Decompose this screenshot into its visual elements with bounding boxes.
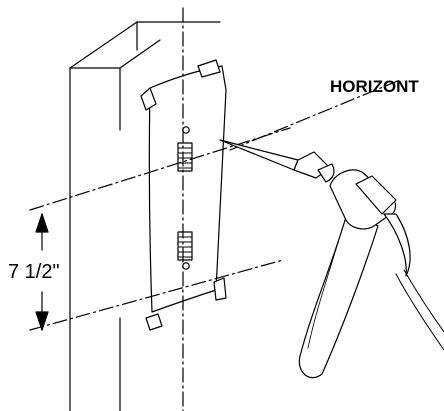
lower-mounting-hole <box>182 262 190 270</box>
horizontal-axis-line <box>229 79 401 151</box>
strike-plate <box>148 65 227 313</box>
corner-clips <box>140 59 227 331</box>
dimension-label: 7 1/2" <box>8 261 60 283</box>
upper-mounting-hole <box>182 126 190 134</box>
wall-stud <box>69 21 221 411</box>
upper-latch-slot <box>177 142 193 172</box>
dimension-marker <box>35 213 49 331</box>
horizontal-reference-lines <box>29 127 291 331</box>
horizontal-label: HORIZONT <box>330 77 419 96</box>
hammer-icon <box>298 169 444 379</box>
lower-latch-slot <box>177 231 193 261</box>
nail-icon <box>219 139 335 183</box>
